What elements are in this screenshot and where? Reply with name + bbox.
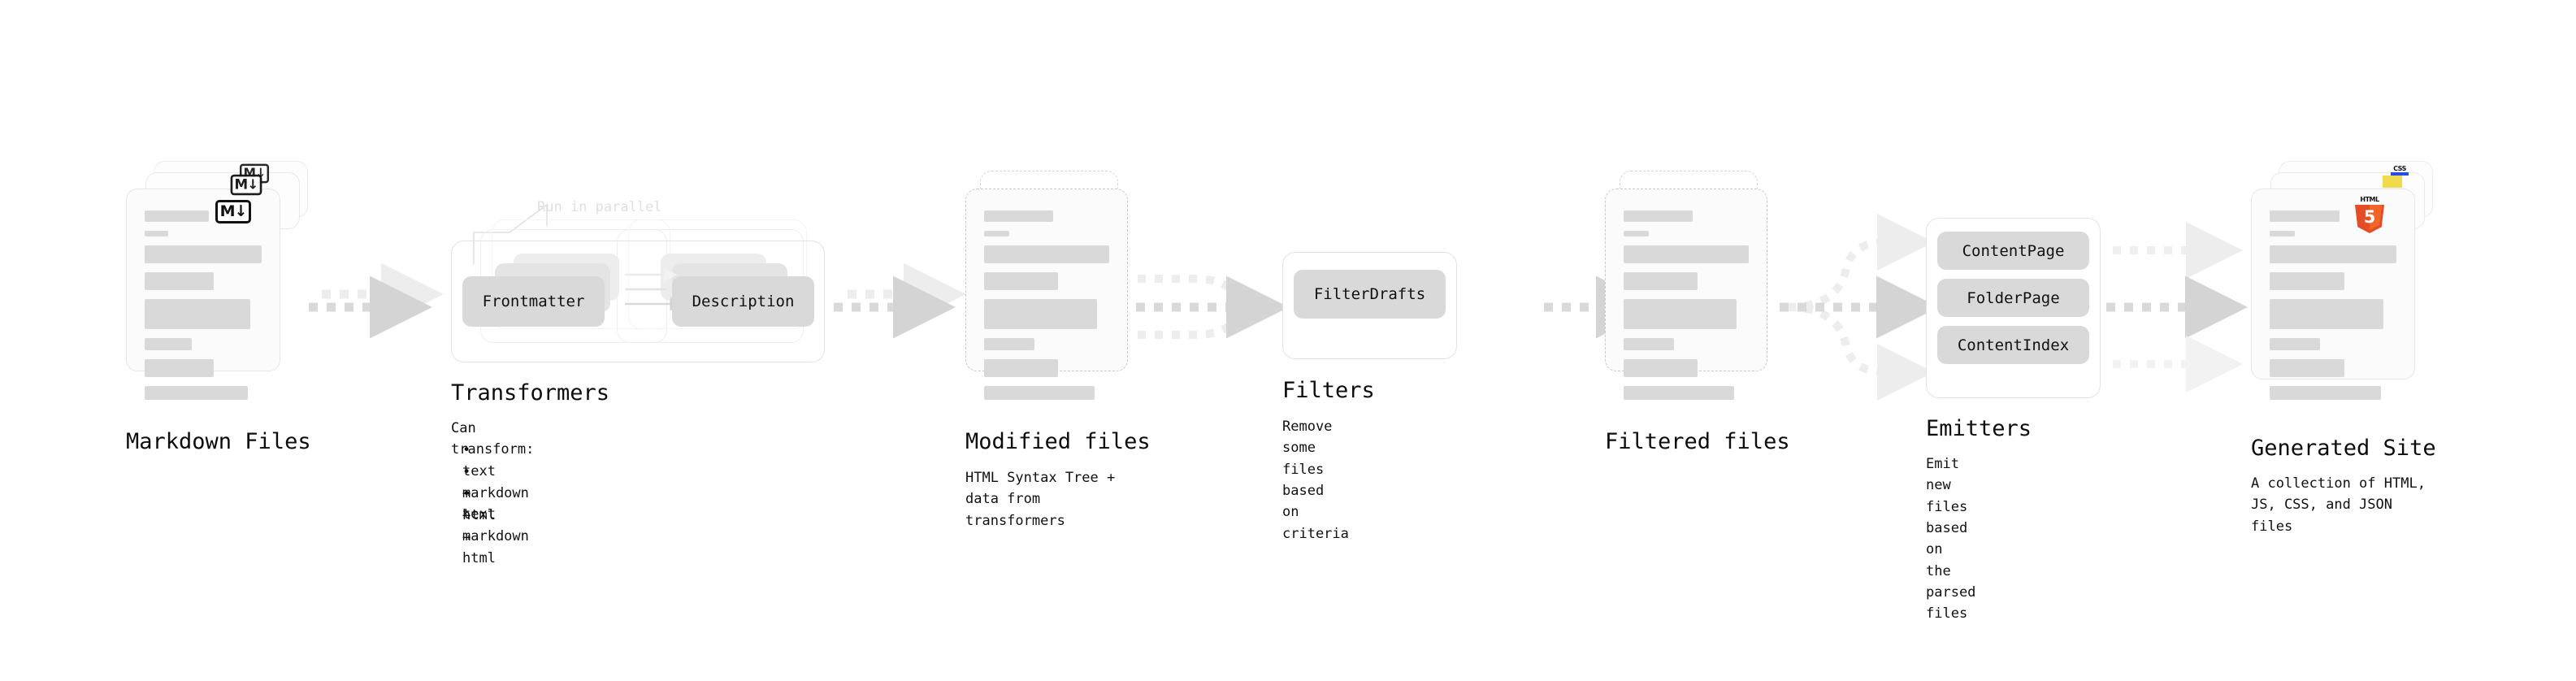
generated-site-subtitle: A collection of HTML, JS, CSS, and JSON … (2251, 475, 2426, 535)
markdown-badge-front: M↓ (215, 200, 251, 223)
filtered-doc-front (1605, 189, 1767, 400)
html5-badge: HTML 5 (2355, 196, 2384, 233)
site-doc-front-html (2251, 189, 2415, 400)
transformers-bullet-2: • html → html (462, 486, 496, 567)
transformers-bullet-1: • markdown → markdown (462, 464, 529, 545)
emitters-pill-contentindex[interactable]: ContentIndex (1937, 326, 2089, 364)
filtered-doc-stack (1605, 0, 1776, 400)
html5-number: 5 (2363, 207, 2376, 227)
site-doc-stack: CSS HTML 5 (2251, 0, 2438, 400)
generated-site-title: Generated Site (2251, 436, 2436, 461)
emitters-subtitle: Emit new files based on the parsed files (1926, 456, 1976, 622)
stage-generated-site: CSS HTML 5 Generated Site A collection o… (2251, 0, 2438, 535)
emitters-pill-folderpage[interactable]: FolderPage (1937, 279, 2089, 317)
modified-doc-front (965, 189, 1128, 400)
filtered-doc-skeleton (1624, 210, 1749, 409)
connector-emitters-to-site (2106, 222, 2248, 393)
transformer-inner-arrows (625, 267, 684, 311)
modified-doc-stack (965, 0, 1136, 400)
filtered-files-title: Filtered files (1605, 429, 1790, 454)
markdown-badge-mid: M↓ (230, 174, 262, 196)
site-doc-skeleton (2270, 210, 2396, 409)
markdown-doc-stack: M↓ M↓ M↓ (126, 0, 313, 400)
emitters-title: Emitters (1926, 416, 2032, 441)
connector-modified-to-filters (1136, 275, 1289, 339)
stage-modified-files: Modified files HTML Syntax Tree + data f… (965, 0, 1151, 529)
stage-markdown-files: M↓ M↓ M↓ Markdown Files (126, 0, 313, 454)
html5-word: HTML (2360, 196, 2379, 203)
markdown-doc-skeleton (145, 210, 262, 409)
run-in-parallel-label: Run in parallel (537, 199, 662, 215)
transformers-subtitle: Can transform: (451, 420, 535, 458)
markdown-files-title: Markdown Files (126, 429, 311, 454)
transformers-title: Transformers (451, 380, 610, 406)
html5-shield-inner (2370, 205, 2382, 231)
transformer-pill-description[interactable]: Description (672, 276, 814, 327)
transformer-group-front (451, 241, 825, 362)
transformers-bullet-0: • text → text (462, 442, 496, 523)
emitters-pill-contentpage[interactable]: ContentPage (1937, 232, 2089, 270)
connector-markdown-to-transformers (309, 262, 444, 339)
modified-files-title: Modified files (965, 429, 1151, 454)
stage-filtered-files: Filtered files (1605, 0, 1790, 454)
run-in-parallel-bracket (473, 203, 548, 264)
connector-filtered-to-emitters (1780, 214, 1939, 401)
markdown-doc-front (126, 189, 280, 400)
css-badge: CSS (2391, 165, 2409, 176)
connector-transformers-to-modified (834, 262, 966, 339)
js-badge (2383, 176, 2402, 188)
modified-doc-skeleton (984, 210, 1109, 409)
filters-title: Filters (1282, 378, 1375, 403)
filters-subtitle: Remove some files based on criteria (1282, 419, 1349, 542)
filters-pill-filterdrafts[interactable]: FilterDrafts (1294, 270, 1446, 319)
transformer-pill-frontmatter[interactable]: Frontmatter (462, 276, 605, 327)
modified-files-subtitle: HTML Syntax Tree + data from transformer… (965, 470, 1116, 529)
